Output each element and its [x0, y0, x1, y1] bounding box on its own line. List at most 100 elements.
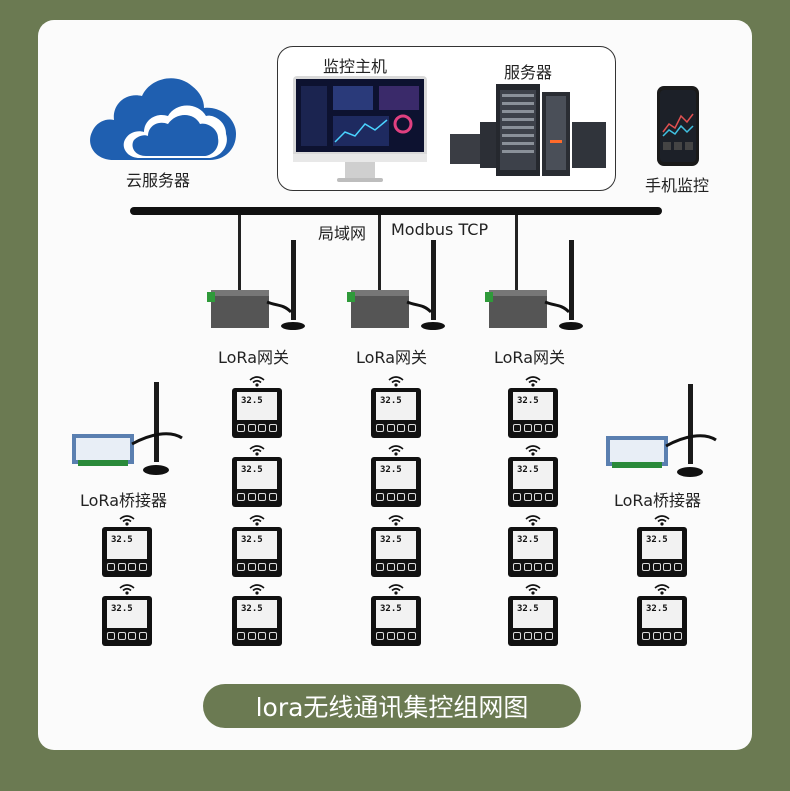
thermostat-buttons	[237, 493, 277, 501]
thermostat-buttons	[513, 632, 553, 640]
phone-icon	[657, 86, 699, 166]
network-bus	[130, 207, 662, 215]
gateway-icon	[207, 240, 305, 330]
wifi-icon	[525, 584, 541, 595]
bus-drop-3	[515, 215, 518, 295]
wifi-icon	[388, 515, 404, 526]
lora-thermostat: 32.5	[231, 584, 283, 646]
lora-thermostat: 32.5	[370, 376, 422, 438]
thermostat-screen	[237, 392, 277, 420]
wifi-icon	[525, 515, 541, 526]
bridge-icon	[72, 382, 183, 475]
thermostat-buttons	[376, 493, 416, 501]
thermostat-buttons	[513, 493, 553, 501]
thermostat-reading: 32.5	[517, 465, 539, 475]
thermostat-panel: 32.5	[371, 596, 421, 646]
thermostat-buttons	[376, 632, 416, 640]
thermostat-reading: 32.5	[380, 604, 402, 614]
lora-thermostat: 32.5	[370, 584, 422, 646]
thermostat-buttons	[513, 424, 553, 432]
server-label: 服务器	[504, 63, 553, 82]
thermostat-buttons	[376, 563, 416, 571]
thermostat-panel: 32.5	[232, 457, 282, 507]
wifi-icon	[388, 376, 404, 387]
thermostat-buttons	[237, 563, 277, 571]
thermostat-panel: 32.5	[102, 527, 152, 577]
thermostat-reading: 32.5	[646, 604, 668, 614]
thermostat-screen	[237, 600, 277, 628]
thermostat-panel: 32.5	[637, 596, 687, 646]
lora-gateway-2	[347, 234, 451, 334]
thermostat-reading: 32.5	[380, 465, 402, 475]
thermostat-screen	[376, 392, 416, 420]
thermostat-reading: 32.5	[517, 604, 539, 614]
thermostat-buttons	[107, 632, 147, 640]
wifi-icon	[654, 515, 670, 526]
lora-thermostat: 32.5	[636, 515, 688, 577]
thermostat-screen	[513, 461, 553, 489]
wifi-icon	[249, 515, 265, 526]
wifi-icon	[249, 584, 265, 595]
wifi-icon	[249, 376, 265, 387]
gateway-label-3: LoRa网关	[494, 348, 565, 367]
lora-bridge-1	[70, 380, 188, 480]
phone-monitor-label: 手机监控	[645, 176, 710, 195]
thermostat-panel: 32.5	[232, 596, 282, 646]
diagram-title: lora无线通讯集控组网图	[203, 684, 581, 728]
lora-thermostat: 32.5	[101, 515, 153, 577]
thermostat-panel: 32.5	[508, 596, 558, 646]
thermostat-reading: 32.5	[111, 535, 133, 545]
wifi-icon	[525, 376, 541, 387]
wifi-icon	[525, 445, 541, 456]
thermostat-buttons	[642, 632, 682, 640]
thermostat-reading: 32.5	[380, 396, 402, 406]
thermostat-screen	[513, 600, 553, 628]
thermostat-screen	[642, 531, 682, 559]
wifi-icon	[388, 584, 404, 595]
wifi-icon	[119, 584, 135, 595]
wifi-icon	[119, 515, 135, 526]
thermostat-reading: 32.5	[111, 604, 133, 614]
cloud-server-label: 云服务器	[126, 171, 191, 190]
thermostat-screen	[513, 531, 553, 559]
wifi-icon	[249, 445, 265, 456]
lora-bridge-2	[604, 382, 722, 482]
thermostat-reading: 32.5	[646, 535, 668, 545]
thermostat-screen	[237, 461, 277, 489]
gateway-label-1: LoRa网关	[218, 348, 289, 367]
thermostat-buttons	[237, 424, 277, 432]
lora-thermostat: 32.5	[231, 515, 283, 577]
lora-thermostat: 32.5	[507, 445, 559, 507]
thermostat-reading: 32.5	[241, 535, 263, 545]
lora-thermostat: 32.5	[507, 376, 559, 438]
lora-gateway-1	[207, 234, 311, 334]
thermostat-reading: 32.5	[380, 535, 402, 545]
thermostat-screen	[237, 531, 277, 559]
bridge-icon	[606, 384, 717, 477]
gateway-icon	[485, 240, 583, 330]
thermostat-buttons	[642, 563, 682, 571]
monitor-icon	[293, 76, 427, 182]
lora-gateway-3	[485, 234, 589, 334]
thermostat-buttons	[107, 563, 147, 571]
thermostat-screen	[107, 531, 147, 559]
lora-thermostat: 32.5	[231, 376, 283, 438]
thermostat-panel: 32.5	[508, 457, 558, 507]
thermostat-reading: 32.5	[241, 465, 263, 475]
bridge-label-1: LoRa桥接器	[80, 491, 167, 510]
lora-thermostat: 32.5	[636, 584, 688, 646]
thermostat-panel: 32.5	[232, 527, 282, 577]
thermostat-screen	[376, 600, 416, 628]
thermostat-reading: 32.5	[241, 604, 263, 614]
thermostat-panel: 32.5	[371, 388, 421, 438]
monitor-host-label: 监控主机	[323, 57, 388, 76]
lora-thermostat: 32.5	[507, 584, 559, 646]
thermostat-panel: 32.5	[371, 457, 421, 507]
thermostat-panel: 32.5	[232, 388, 282, 438]
thermostat-screen	[513, 392, 553, 420]
lora-thermostat: 32.5	[370, 445, 422, 507]
thermostat-reading: 32.5	[241, 396, 263, 406]
wifi-icon	[388, 445, 404, 456]
thermostat-screen	[107, 600, 147, 628]
bus-drop-1	[238, 215, 241, 295]
